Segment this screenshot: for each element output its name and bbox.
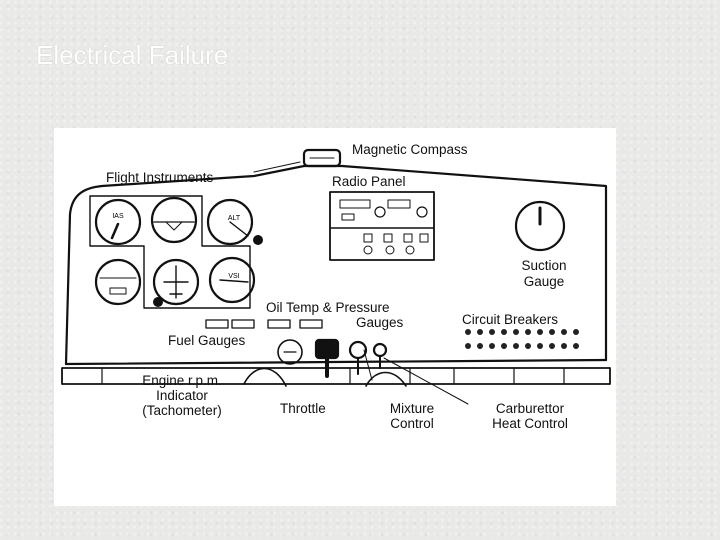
label-circuit-breakers: Circuit Breakers xyxy=(462,312,559,327)
radio-panel xyxy=(329,191,435,261)
label-engine-rpm-1: Engine r.p.m. xyxy=(142,373,222,388)
label-suction-1: Suction xyxy=(521,258,567,273)
altimeter xyxy=(206,198,254,246)
oil-gauge-1 xyxy=(267,319,291,329)
turn-coordinator xyxy=(94,258,142,306)
label-carb-heat-2: Heat Control xyxy=(492,416,568,431)
engine-rpm-indicator xyxy=(243,367,287,387)
heading-indicator xyxy=(152,258,200,306)
fuel-gauge-2 xyxy=(231,319,255,329)
carb-heat-knob xyxy=(372,342,388,358)
label-flight-instruments: Flight Instruments xyxy=(106,170,214,185)
label-mixture-1: Mixture xyxy=(389,401,435,416)
cockpit-panel-drawing: IAS ALT VSI xyxy=(61,148,611,405)
label-mixture-2: Control xyxy=(390,416,434,431)
label-engine-rpm-2: Indicator xyxy=(156,388,208,403)
alt-mark: ALT xyxy=(228,215,241,222)
label-throttle: Throttle xyxy=(280,401,326,416)
oil-gauge-2 xyxy=(299,319,323,329)
cockpit-diagram: IAS ALT VSI Magnetic Compass Flight Inst… xyxy=(54,128,616,506)
tachometer-switch xyxy=(277,339,303,365)
mixture-arc xyxy=(365,371,407,387)
label-suction-2: Gauge xyxy=(523,274,565,289)
magnetic-compass xyxy=(302,148,342,168)
label-oil-temp-1: Oil Temp & Pressure xyxy=(266,300,390,315)
panel-bottom-edge xyxy=(64,358,608,366)
label-carb-heat-1: Carburettor xyxy=(495,401,565,416)
label-fuel-gauges: Fuel Gauges xyxy=(168,333,246,348)
ias-mark: IAS xyxy=(112,213,124,220)
vsi-mark: VSI xyxy=(228,273,239,280)
suction-gauge xyxy=(514,200,566,252)
fuel-gauge-1 xyxy=(205,319,229,329)
label-radio-panel: Radio Panel xyxy=(332,174,406,189)
panel-lower-strip xyxy=(61,367,611,385)
label-oil-temp-2: Gauges xyxy=(356,315,404,330)
throttle-knob xyxy=(314,338,340,360)
slide-title: Electrical Failure xyxy=(36,40,229,70)
attitude-indicator xyxy=(150,196,198,244)
flight-instruments-frame xyxy=(89,195,251,309)
circuit-breakers xyxy=(465,329,579,349)
vertical-speed-indicator xyxy=(208,256,256,304)
label-magnetic-compass: Magnetic Compass xyxy=(352,142,468,157)
airspeed-indicator xyxy=(94,198,142,246)
label-engine-rpm-3: (Tachometer) xyxy=(142,403,222,418)
